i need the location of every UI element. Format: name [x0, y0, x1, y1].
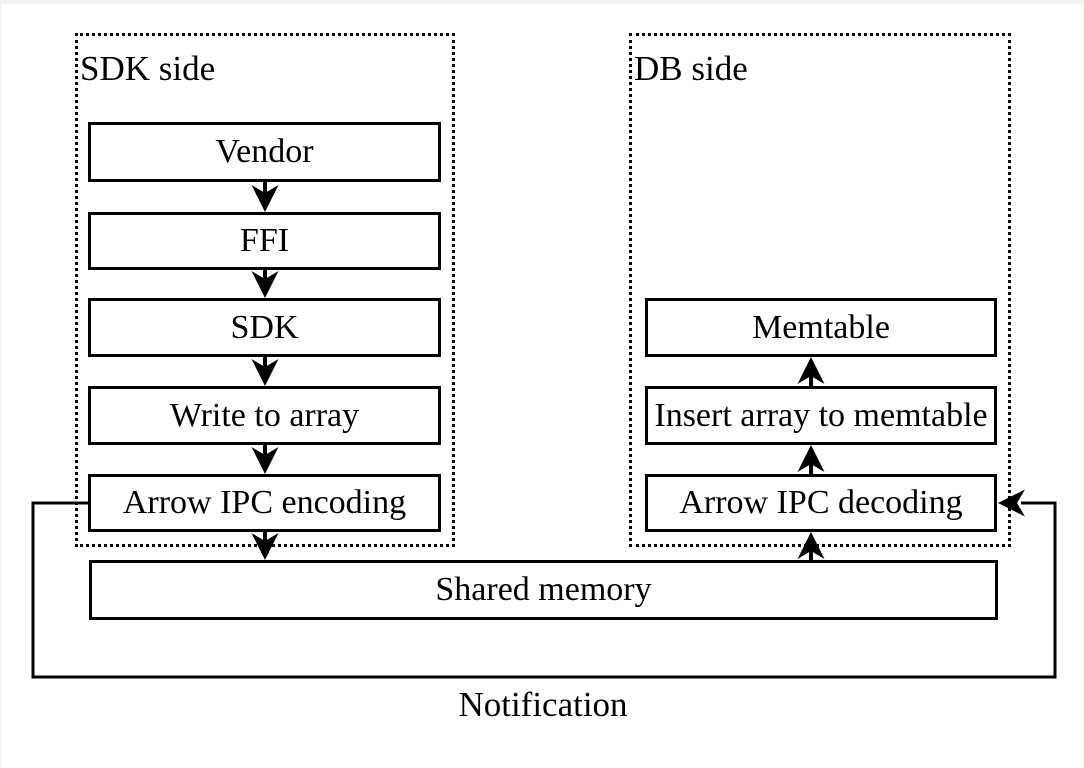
node-arrow-ipc-encoding: Arrow IPC encoding — [88, 474, 441, 532]
node-sdk: SDK — [88, 298, 441, 357]
sdk-panel-title: SDK side — [80, 49, 216, 88]
top-edge-strip — [1, 0, 1083, 4]
node-arrow-ipc-decoding: Arrow IPC decoding — [645, 474, 997, 532]
db-panel — [629, 33, 1011, 547]
sdk-panel — [75, 33, 455, 547]
notification-label: Notification — [458, 685, 628, 724]
node-insert-array-to-memtable: Insert array to memtable — [645, 386, 997, 445]
node-ffi: FFI — [88, 212, 441, 270]
node-memtable: Memtable — [645, 298, 997, 357]
node-vendor: Vendor — [88, 122, 441, 182]
db-panel-title: DB side — [634, 49, 748, 88]
node-write-to-array: Write to array — [88, 386, 441, 445]
node-shared-memory: Shared memory — [89, 560, 998, 620]
